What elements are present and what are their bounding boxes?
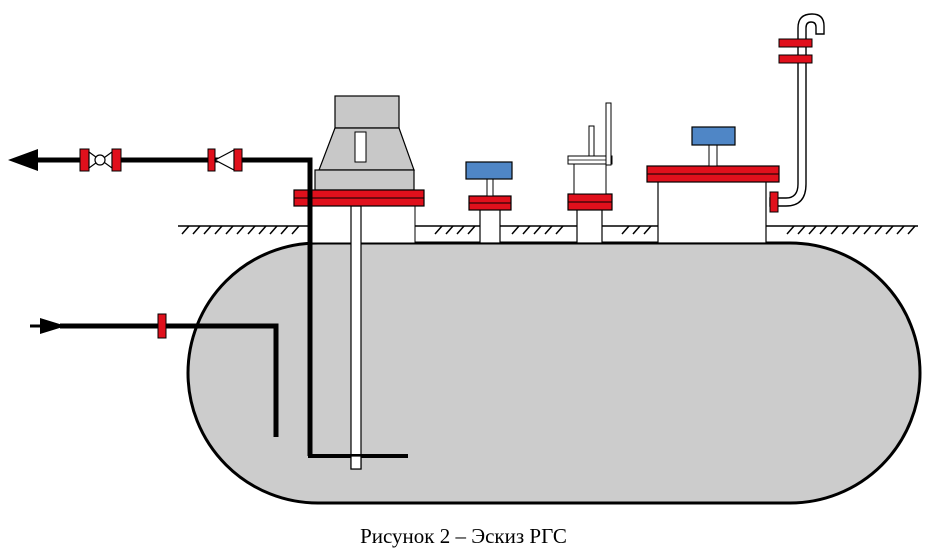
hatch-mark — [841, 225, 850, 235]
arrow-right-icon — [40, 318, 66, 334]
hatch-mark — [907, 225, 916, 235]
hatch-mark — [852, 225, 861, 235]
safety-valve-riser — [567, 102, 613, 244]
hatch-mark — [258, 225, 267, 235]
column-cap — [334, 95, 400, 129]
hatch-mark — [863, 225, 872, 235]
hatch-mark — [214, 225, 223, 235]
hatch-mark — [632, 225, 641, 235]
hatch-mark — [797, 225, 806, 235]
hatch-mark — [192, 225, 201, 235]
level-gauge-riser — [465, 161, 513, 244]
hatch-mark — [236, 225, 245, 235]
hatch-mark — [885, 225, 894, 235]
hatch-mark — [456, 225, 465, 235]
column-lower-housing — [314, 169, 415, 191]
column-tube-foot — [350, 455, 362, 470]
hatch-mark — [445, 225, 454, 235]
hatch-mark — [874, 225, 883, 235]
hatch-mark — [511, 225, 520, 235]
hatch-mark — [522, 225, 531, 235]
figure-caption: Рисунок 2 – Эскиз РГС — [360, 524, 567, 548]
hatch-mark — [181, 225, 190, 235]
hatch-mark — [533, 225, 542, 235]
tank-body — [186, 241, 922, 505]
ground-hatch — [181, 225, 916, 235]
vent-pipe — [769, 13, 825, 213]
valve-handwheel — [465, 161, 513, 180]
outlet-pipe — [8, 148, 313, 456]
hatch-mark — [786, 225, 795, 235]
column-base — [311, 205, 416, 244]
hatch-mark — [544, 225, 553, 235]
column-sight-window — [354, 131, 367, 163]
hatch-mark — [225, 225, 234, 235]
inlet-flange — [157, 313, 167, 339]
hatch-mark — [808, 225, 817, 235]
ball-valve-icon — [79, 148, 122, 172]
hatch-mark — [819, 225, 828, 235]
hatch-mark — [291, 225, 300, 235]
pump-column — [293, 95, 425, 470]
hatch-mark — [269, 225, 278, 235]
manhole-hatch — [646, 126, 780, 244]
hatch-mark — [203, 225, 212, 235]
inlet-pipe — [30, 313, 279, 437]
tank-diagram — [8, 13, 922, 505]
check-valve-icon — [207, 148, 243, 172]
column-tube — [350, 205, 362, 470]
hatch-mark — [247, 225, 256, 235]
hatch-mark — [280, 225, 289, 235]
hatch-mark — [467, 225, 476, 235]
hatch-mark — [643, 225, 652, 235]
hatch-mark — [621, 225, 630, 235]
hatch-mark — [555, 225, 564, 235]
arrow-left-icon — [8, 149, 38, 171]
ground-line — [178, 225, 918, 235]
hatch-mark — [434, 225, 443, 235]
hatch-handwheel — [691, 126, 736, 146]
hatch-mark — [830, 225, 839, 235]
hatch-mark — [896, 225, 905, 235]
